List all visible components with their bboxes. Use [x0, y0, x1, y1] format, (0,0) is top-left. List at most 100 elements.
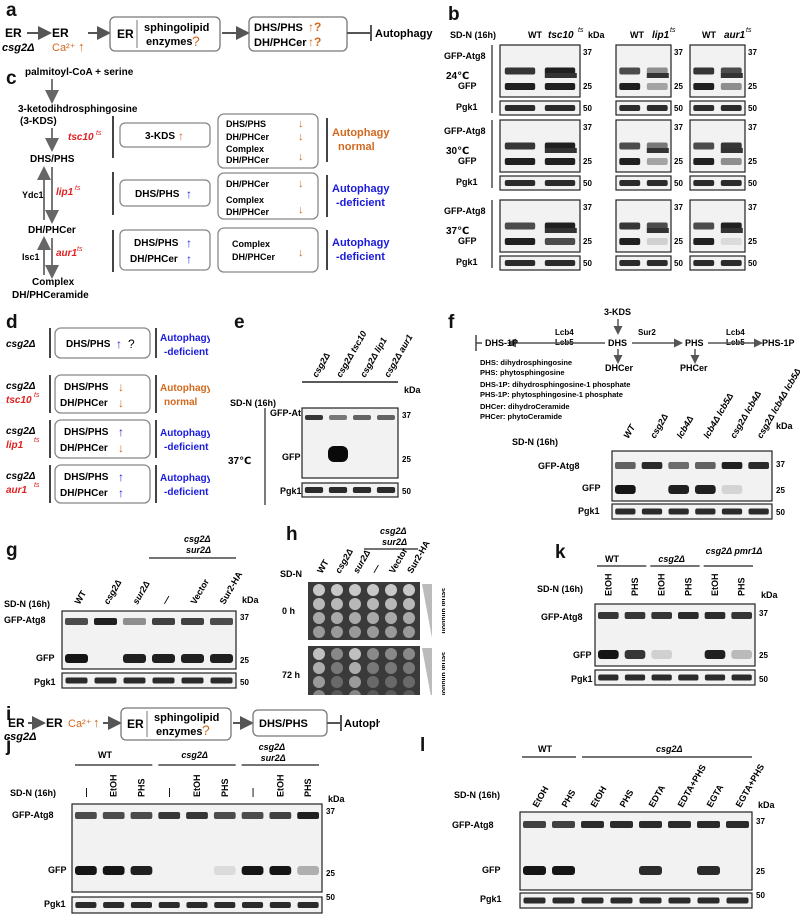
- l-pgk1-band: [668, 897, 691, 904]
- svg-text:kDa: kDa: [242, 595, 260, 605]
- k-lane-label: PHS: [630, 577, 640, 596]
- d-l2: DH/PHCer: [60, 488, 108, 499]
- d-l1: DHS/PHS: [64, 427, 109, 438]
- b-band-label: Pgk1: [456, 102, 478, 112]
- panel-label-f: f: [448, 312, 455, 333]
- svg-text:25: 25: [240, 656, 249, 665]
- panel-b-blots: SD-N (16h) WT tsc10 ts kDa WT lip1 ts WT…: [444, 27, 757, 271]
- e-gfp-band: [328, 446, 348, 462]
- b-blot-atg8-band: [544, 222, 576, 230]
- g-pgk1-band: [94, 677, 117, 684]
- b-blot-atg8-band: [619, 222, 641, 230]
- svg-text:SD-N (16h): SD-N (16h): [4, 599, 50, 609]
- h-spot: [349, 598, 361, 610]
- svg-text:37: 37: [402, 411, 411, 420]
- svg-text:Complex: Complex: [32, 277, 75, 288]
- b-gfp-band: [544, 158, 576, 165]
- f-gfp-band: [668, 485, 689, 494]
- g-gfp-band: [181, 654, 204, 663]
- d-strain2: aur1: [6, 485, 28, 496]
- svg-text:DHS/PHS: DHS/PHS: [226, 119, 266, 129]
- e-lane-label: csg2Δ: [310, 351, 332, 379]
- g-atg8-band: [94, 618, 117, 625]
- svg-text:DH/PHCer: DH/PHCer: [226, 132, 270, 142]
- a-er2: ER: [52, 26, 69, 40]
- svg-text:↑: ↑: [186, 252, 192, 266]
- h-lane-label: Sur2-HA: [405, 538, 432, 575]
- b-gfp-band: [504, 238, 536, 245]
- svg-text:↑?: ↑?: [308, 35, 321, 49]
- svg-text:DHS-1P: DHS-1P: [485, 338, 518, 348]
- e-pgk1-band: [352, 487, 372, 493]
- l-lane-label: EtOH: [531, 785, 551, 809]
- l-gfp-band: [639, 866, 662, 875]
- svg-text:↓: ↓: [298, 178, 304, 190]
- b-gfp-band: [720, 238, 742, 245]
- panel-label-b: b: [448, 4, 460, 25]
- h-spot: [331, 612, 343, 624]
- k-gfp-band: [598, 650, 619, 659]
- b-blot-pgk1-band: [504, 260, 536, 266]
- svg-text:WT: WT: [630, 30, 644, 40]
- b-blot-atg8-band: [720, 142, 742, 150]
- svg-text:GFP-Atg8: GFP-Atg8: [452, 820, 494, 830]
- svg-text:WT: WT: [702, 30, 716, 40]
- j-gfp-band: [213, 866, 236, 875]
- h-plate: [308, 582, 420, 640]
- d-sup: ts: [34, 392, 40, 399]
- j-gfp-band: [102, 866, 125, 875]
- svg-text:DHS-1P: dihydrosphingosine-1 p: DHS-1P: dihydrosphingosine-1 phosphate: [480, 380, 630, 389]
- panel-label-k: k: [555, 542, 566, 563]
- h-spot: [367, 676, 379, 688]
- h-spot: [403, 584, 415, 596]
- g-lane-label: Sur2-HA: [218, 569, 245, 606]
- svg-text:DH/PHCer: DH/PHCer: [226, 207, 270, 217]
- b-blot-pgk1: [615, 255, 672, 271]
- k-atg8-band: [731, 612, 752, 619]
- g-lane-label: csg2Δ: [102, 578, 124, 606]
- j-pgk1-band: [130, 902, 152, 908]
- f-lane-label: WT: [621, 422, 637, 440]
- l-lane-label: EGTA: [705, 782, 726, 809]
- svg-text:50: 50: [776, 508, 785, 517]
- b-blot-atg8-band: [504, 222, 536, 230]
- svg-text:normal: normal: [338, 141, 375, 153]
- h-spot: [385, 662, 397, 674]
- g-lane-label: sur2Δ: [131, 579, 152, 606]
- e-atg8-band: [329, 415, 347, 420]
- h-spot: [367, 648, 379, 660]
- d-strain: csg2Δ: [6, 471, 36, 482]
- svg-text:DH/PHCer: DH/PHCer: [130, 254, 178, 265]
- f-pgk1-band: [748, 508, 769, 515]
- b-marker: 50: [583, 179, 592, 188]
- b-gfp-band: [504, 158, 536, 165]
- j-atg8-band: [102, 812, 125, 819]
- j-gfp-band: [130, 866, 153, 875]
- d-status: Autophagy: [160, 473, 210, 484]
- svg-text:kDa: kDa: [758, 800, 776, 810]
- h-spot: [385, 598, 397, 610]
- l-atg8-band: [523, 821, 546, 828]
- g-atg8-band: [181, 618, 204, 625]
- j-lane-label: EtOH: [192, 775, 202, 798]
- b-marker: 37: [674, 48, 683, 57]
- l-gfp-band: [552, 866, 575, 875]
- b-gfp-band: [720, 158, 742, 165]
- l-lane-label: EDTA: [647, 783, 668, 809]
- svg-text:Pgk1: Pgk1: [34, 677, 56, 687]
- svg-text:csg2Δ pmr1Δ: csg2Δ pmr1Δ: [706, 546, 763, 556]
- b-blot-pgk1-band: [544, 260, 576, 266]
- svg-text:kDa: kDa: [404, 385, 422, 395]
- svg-text:GFP: GFP: [48, 865, 67, 875]
- svg-text:Ca²⁺: Ca²⁺: [68, 718, 92, 730]
- g-atg8-band: [152, 618, 175, 625]
- svg-text:↑: ↑: [118, 470, 124, 484]
- d-status: -deficient: [164, 442, 209, 453]
- svg-text:WT: WT: [528, 30, 542, 40]
- f-pgk1-band: [721, 508, 743, 515]
- b-band-label: GFP-Atg8: [444, 126, 486, 136]
- h-spot: [403, 662, 415, 674]
- j-atg8-band: [130, 812, 153, 819]
